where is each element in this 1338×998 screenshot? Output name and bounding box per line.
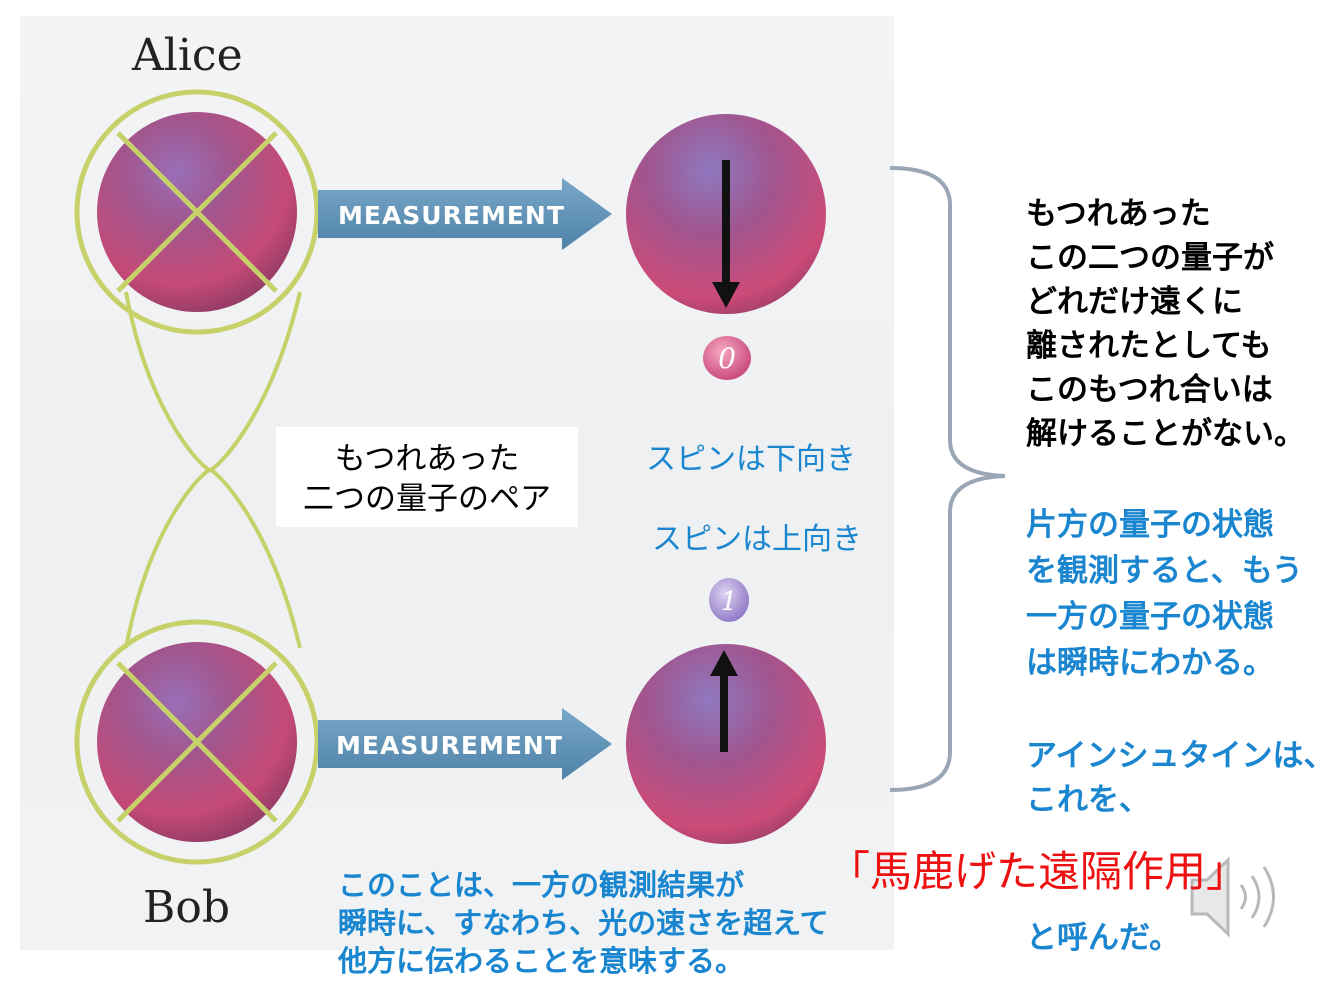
einstein-line2: これを、 [1026,782,1150,818]
explanation-line: もつれあった [1026,196,1211,232]
observation-line: 一方の量子の状態 [1026,599,1274,635]
explanation-line: この二つの量子が [1026,240,1274,276]
measurement-arrow-top [318,178,612,250]
badge-zero-label: 0 [718,342,736,375]
bottom-note-line: 瞬時に、すなわち、光の速さを超えて [338,906,829,940]
speaker-icon[interactable] [1190,856,1275,938]
entanglement-link [124,291,302,649]
observation-line: は瞬時にわかる。 [1026,645,1274,681]
observation-line: 片方の量子の状態 [1026,507,1274,543]
measurement-label-bottom: MEASUREMENT [336,731,563,760]
bottom-note: このことは、一方の観測結果が 瞬時に、すなわち、光の速さを超えて 他方に伝わるこ… [338,866,829,980]
measured-sphere-bottom [626,644,826,844]
badge-one [709,578,749,622]
bob-sphere [74,619,320,865]
spin-up-label: スピンは上向き [652,522,862,557]
entangled-pair-label: もつれあった 二つの量子のペア [276,427,578,527]
explanation-line: どれだけ遠くに [1026,284,1243,320]
observation-line: を観測すると、もう [1026,553,1303,589]
explanation-line: 離されたとしても [1026,328,1272,364]
einstein-line1: アインシュタインは、 [1026,738,1335,774]
curly-bracket [889,166,1006,792]
measured-sphere-top [626,114,826,314]
alice-sphere [74,89,320,335]
alice-label: Alice [132,30,243,81]
bottom-note-line: このことは、一方の観測結果が [338,868,745,902]
bob-label: Bob [143,882,230,933]
measurement-arrow-bottom [318,708,612,780]
pair-label-line2: 二つの量子のペア [303,481,551,517]
pair-label-line1: もつれあった [334,441,520,477]
entanglement-explanation: もつれあった この二つの量子が どれだけ遠くに 離されたとしても このもつれ合い… [1026,192,1305,456]
explanation-line: 解けることがない。 [1026,416,1305,452]
explanation-line: このもつれ合いは [1026,372,1273,408]
measurement-label-top: MEASUREMENT [338,201,565,230]
spooky-action-quote: 「馬鹿げた遠隔作用」 [828,847,1249,896]
observation-explanation: 片方の量子の状態 を観測すると、もう 一方の量子の状態 は瞬時にわかる。 [1026,502,1303,686]
badge-one-label: 1 [721,587,738,617]
badge-zero [703,336,751,380]
einstein-line3: と呼んだ。 [1026,920,1181,956]
spin-down-label: スピンは下向き [646,442,856,477]
bottom-note-line: 他方に伝わることを意味する。 [338,944,745,978]
